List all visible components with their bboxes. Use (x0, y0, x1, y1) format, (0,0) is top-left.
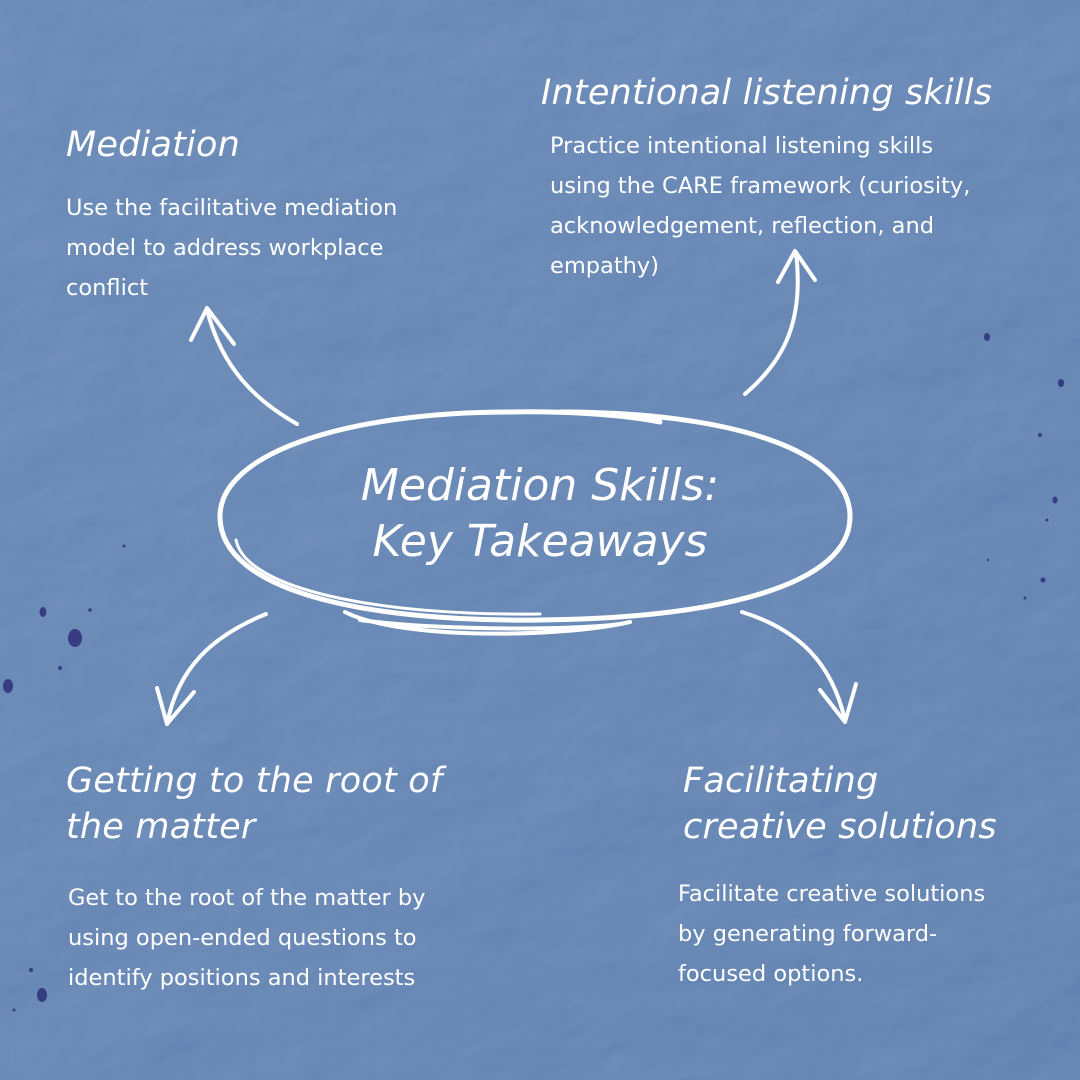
node-description-line: by generating forward- (678, 921, 938, 947)
node-description-line: identify positions and interests (68, 965, 416, 991)
node-description-line: Get to the root of the matter by (68, 885, 426, 911)
node-description: Use the facilitative mediation model to … (66, 188, 486, 308)
arrow-down-left-icon (155, 612, 268, 726)
arrow-up-left-icon (189, 306, 299, 426)
node-root-of-matter: Getting to the root of the matter Get to… (66, 758, 516, 998)
center-title: Mediation Skills: Key Takeaways (270, 458, 810, 570)
arrow-up-right-icon (743, 249, 817, 396)
node-description-line: Use the facilitative mediation (66, 195, 398, 221)
node-heading: Facilitating creative solutions (683, 758, 1063, 850)
node-heading-line: Getting to the root of (66, 761, 443, 801)
node-description-line: empathy) (550, 253, 660, 279)
node-heading-line: creative solutions (683, 807, 997, 847)
node-heading: Intentional listening skills (541, 73, 993, 113)
ink-splatter (3, 333, 1064, 1012)
node-creative-solutions: Facilitating creative solutions Facilita… (678, 758, 1063, 994)
center-title-line-2: Key Takeaways (372, 516, 708, 567)
node-description-line: using the CARE framework (curiosity, (550, 173, 971, 199)
node-description: Get to the root of the matter by using o… (68, 878, 516, 998)
node-description-line: Facilitate creative solutions (678, 881, 986, 907)
node-heading: Getting to the root of the matter (66, 758, 516, 850)
arrow-down-right-icon (740, 610, 858, 724)
node-heading: Mediation (66, 125, 240, 165)
node-description-line: Practice intentional listening skills (550, 133, 934, 159)
node-heading-line: the matter (66, 807, 256, 847)
hand-drawn-ellipse (217, 409, 853, 636)
node-heading-line: Facilitating (683, 761, 879, 801)
node-description-line: conflict (66, 275, 149, 301)
node-description-line: focused options. (678, 961, 864, 987)
center-title-line-1: Mediation Skills: (360, 460, 720, 511)
node-mediation: Mediation Use the facilitative mediation… (66, 122, 486, 308)
node-description-line: model to address workplace (66, 235, 384, 261)
node-description-line: acknowledgement, reflection, and (550, 213, 934, 239)
node-intentional-listening: Intentional listening skills Practice in… (541, 70, 1051, 286)
node-description: Practice intentional listening skills us… (550, 126, 1051, 286)
node-description-line: using open-ended questions to (68, 925, 417, 951)
node-description: Facilitate creative solutions by generat… (678, 874, 1063, 994)
